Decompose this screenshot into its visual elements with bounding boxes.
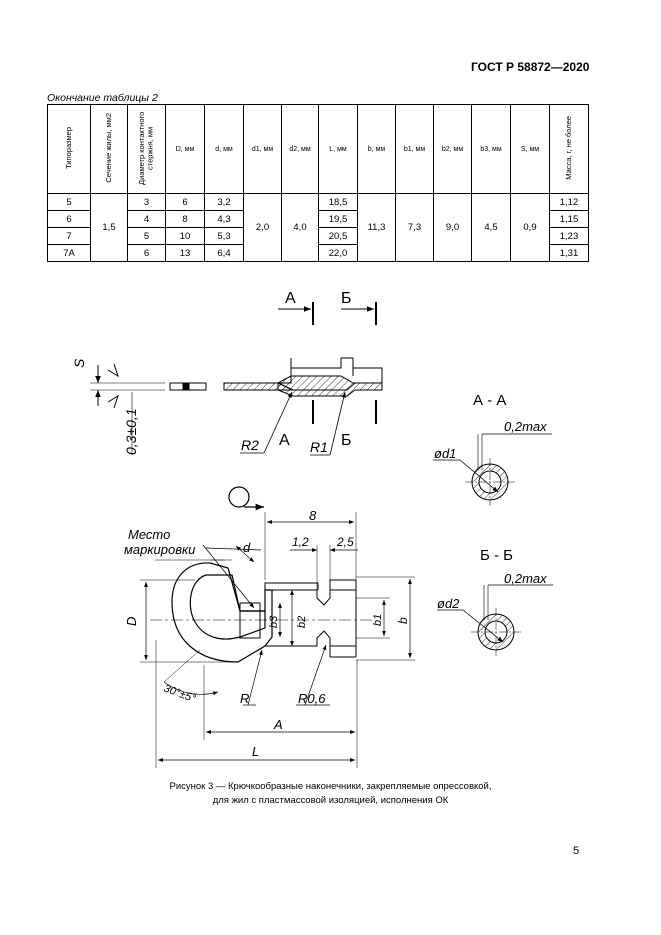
label-section-a: А xyxy=(285,290,296,307)
cell-size: 7А xyxy=(47,244,91,262)
label-D: D xyxy=(124,617,139,626)
label-dim-8: 8 xyxy=(309,508,317,523)
side-view xyxy=(90,302,383,456)
label-thickness: 0,3±0,1 xyxy=(123,408,139,455)
cell-mass: 1,31 xyxy=(549,244,589,262)
cell-D: 13 xyxy=(165,244,205,262)
cell-d: 6,4 xyxy=(204,244,244,262)
label-phi-d1: ød1 xyxy=(434,446,456,461)
label-max-aa: 0,2max xyxy=(504,419,547,434)
cell-b2: 9,0 xyxy=(433,193,472,262)
section-bb xyxy=(437,584,553,656)
cell-L: 22,0 xyxy=(318,244,358,262)
plan-view xyxy=(140,512,415,768)
label-view-bb: Б - Б xyxy=(480,547,513,564)
label-section-b-bottom: Б xyxy=(341,432,352,449)
label-dim-25: 2,5 xyxy=(336,535,354,549)
label-r1: R1 xyxy=(310,439,328,455)
page-number: 5 xyxy=(573,845,580,857)
table-caption: Окончание таблицы 2 xyxy=(47,92,158,104)
col-L: L, мм xyxy=(318,104,358,194)
cell-d1: 2,0 xyxy=(243,193,282,262)
col-mass: Масса, г, не более xyxy=(549,104,589,194)
view-direction-icon xyxy=(228,486,264,511)
label-dim-12: 1,2 xyxy=(292,535,309,549)
label-marking-2: маркировки xyxy=(124,542,195,557)
document-code: ГОСТ Р 58872—2020 xyxy=(471,60,590,74)
col-b3: b3, мм xyxy=(471,104,511,194)
label-d: d xyxy=(243,540,251,555)
col-D: D, мм xyxy=(165,104,205,194)
col-size: Типоразмер xyxy=(47,104,91,194)
section-aa xyxy=(433,433,552,506)
cell-b: 11,3 xyxy=(357,193,396,262)
figure-caption-line-1: Рисунок 3 — Крючкообразные наконечники, … xyxy=(169,781,492,792)
table-header-row: Типоразмер Сечение жилы, мм2 Диаметр кон… xyxy=(47,104,589,194)
label-R: R xyxy=(240,691,249,706)
label-b3: b3 xyxy=(268,615,280,628)
cell-d: 5,3 xyxy=(204,227,244,245)
table-row: 5 1,5 3 6 3,2 2,0 4,0 18,5 11,3 7,3 9,0 … xyxy=(47,193,589,262)
col-d2: d2, мм xyxy=(281,104,319,194)
label-r06: R0,6 xyxy=(298,691,326,706)
label-section-a-bottom: А xyxy=(279,432,290,449)
label-L: L xyxy=(252,744,259,759)
cell-size: 7 xyxy=(47,227,91,245)
label-section-b: Б xyxy=(341,290,352,307)
label-r2: R2 xyxy=(241,437,259,453)
label-b: b xyxy=(396,617,410,624)
figure-caption-line-2: для жил с пластмассовой изоляцией, испол… xyxy=(212,795,449,806)
col-S: S, мм xyxy=(510,104,550,194)
label-max-bb: 0,2max xyxy=(504,571,547,586)
label-view-aa: А - А xyxy=(473,392,506,409)
label-marking-1: Место xyxy=(128,527,170,542)
label-b2: b2 xyxy=(296,616,308,628)
label-angle: 30°±5° xyxy=(162,683,198,706)
table-row: 7 5 10 5,3 20,5 1,23 xyxy=(47,227,589,245)
figure-caption: Рисунок 3 — Крючкообразные наконечники, … xyxy=(0,780,661,808)
label-s: S xyxy=(71,358,87,368)
col-section: Сечение жилы, мм2 xyxy=(90,104,128,194)
label-phi-d2: ød2 xyxy=(437,596,460,611)
spec-table: Типоразмер Сечение жилы, мм2 Диаметр кон… xyxy=(47,104,589,262)
label-A: А xyxy=(273,717,283,732)
table-row: 7А 6 13 6,4 22,0 1,31 xyxy=(47,244,589,262)
label-b1: b1 xyxy=(372,614,384,626)
